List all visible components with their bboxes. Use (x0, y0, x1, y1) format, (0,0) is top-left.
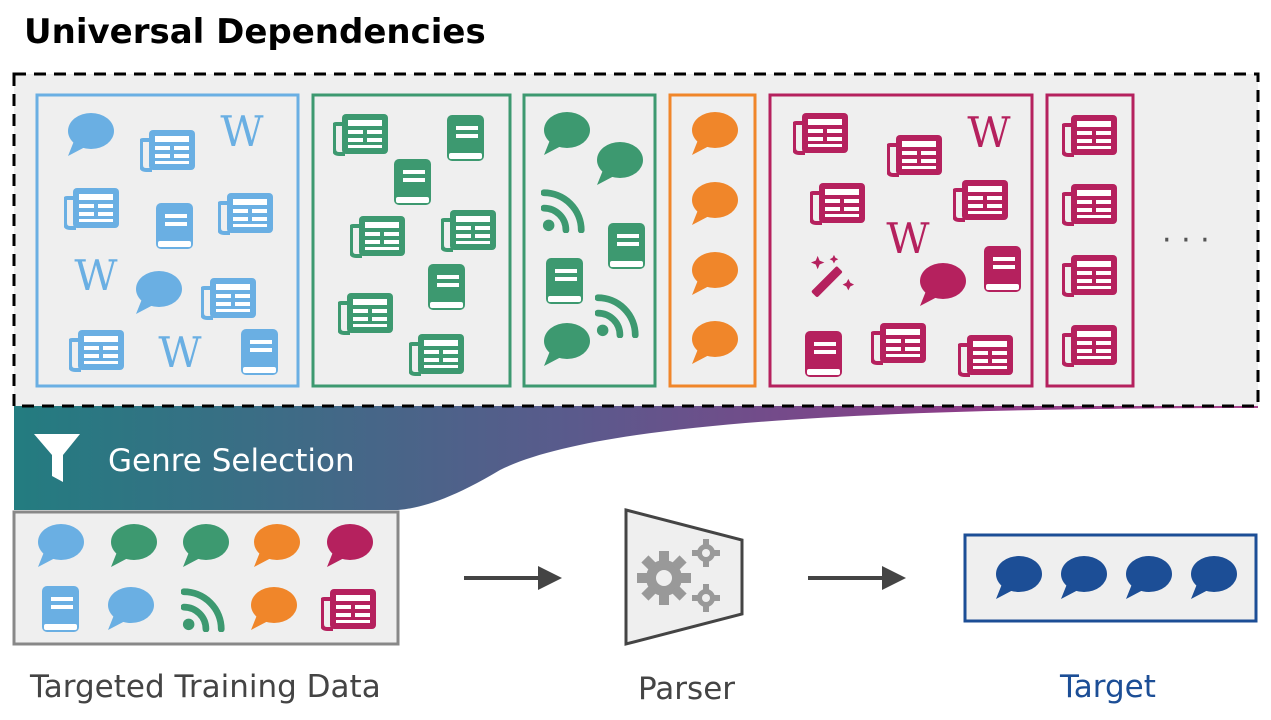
news-icon (871, 321, 927, 365)
book-icon (42, 586, 79, 632)
filter-icon (34, 434, 80, 482)
news-icon (140, 128, 196, 172)
wikipedia-icon: W (158, 328, 202, 377)
wikipedia-icon: W (220, 107, 264, 156)
book-icon (447, 115, 484, 161)
news-icon (338, 291, 394, 335)
wikipedia-icon: W (886, 214, 930, 263)
book-icon (428, 264, 465, 310)
news-icon (1062, 253, 1118, 297)
target-label: Target (1059, 669, 1156, 705)
treebank-box-5 (768, 93, 1034, 388)
genre-selection-funnel (14, 405, 1258, 510)
treebank-box-3 (522, 93, 657, 388)
news-icon (218, 191, 274, 235)
news-icon (350, 214, 406, 258)
parser-label: Parser (638, 671, 735, 707)
book-icon (156, 203, 193, 249)
news-icon (64, 186, 120, 230)
book-icon (394, 159, 431, 205)
treebank-box-6 (1045, 93, 1135, 388)
treebank-box-4 (668, 93, 757, 388)
treebank-box-1 (35, 93, 300, 388)
news-icon (321, 587, 377, 631)
gears-icon (637, 539, 720, 612)
page-title: Universal Dependencies (24, 12, 486, 52)
news-icon (201, 276, 257, 320)
news-icon (441, 208, 497, 252)
news-icon (958, 333, 1014, 377)
more-treebanks-ellipsis: · · · (1162, 223, 1210, 258)
news-icon (887, 133, 943, 177)
news-icon (953, 178, 1009, 222)
book-icon (608, 223, 645, 269)
news-icon (810, 181, 866, 225)
genre-selection-label: Genre Selection (108, 443, 355, 479)
book-icon (984, 246, 1021, 292)
arrow-to-parser (464, 566, 562, 590)
book-icon (805, 331, 842, 377)
book-icon (546, 258, 583, 304)
news-icon (333, 112, 389, 156)
news-icon (409, 332, 465, 376)
news-icon (793, 111, 849, 155)
parser-box (624, 508, 744, 646)
book-icon (241, 329, 278, 375)
training-data-label: Targeted Training Data (29, 669, 381, 705)
arrow-to-target (808, 566, 906, 590)
wikipedia-icon: W (967, 108, 1011, 157)
news-icon (1062, 323, 1118, 367)
news-icon (1062, 113, 1118, 157)
wikipedia-icon: W (74, 251, 118, 300)
news-icon (1062, 182, 1118, 226)
news-icon (69, 328, 125, 372)
treebank-box-2 (311, 93, 512, 388)
